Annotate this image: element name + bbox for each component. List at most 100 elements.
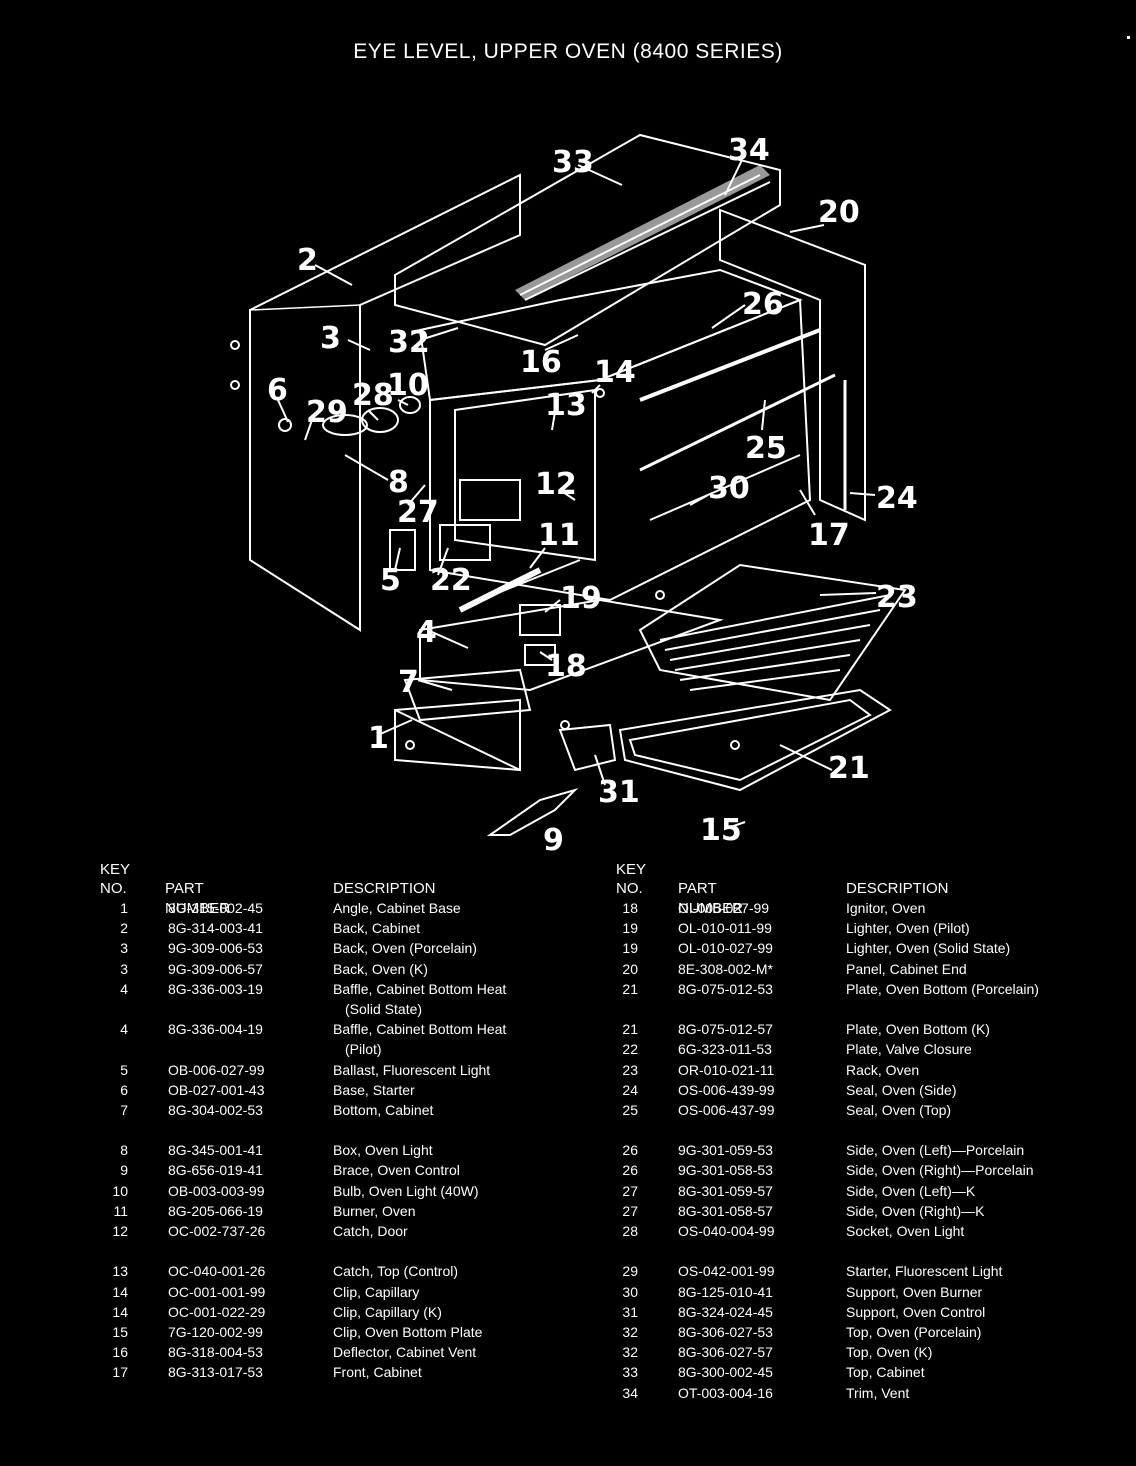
key-number: 32 [622, 1344, 638, 1361]
part-description: Plate, Oven Bottom (Porcelain) [846, 980, 1039, 997]
part-description-cont: (Solid State) [345, 1000, 423, 1017]
key-number: 27 [622, 1202, 638, 1219]
callout-19: 19 [560, 581, 602, 616]
key-number: 22 [622, 1041, 638, 1058]
key-number: 4 [120, 980, 128, 997]
part-description: Seal, Oven (Side) [846, 1081, 957, 1098]
key-number: 21 [622, 980, 638, 997]
callout-21: 21 [828, 751, 870, 786]
header-key: KEY [100, 861, 131, 878]
part-number: OL-010-027-99 [678, 940, 773, 957]
part-number: 9G-301-058-53 [678, 1162, 773, 1179]
part-number: 8G-336-004-19 [168, 1021, 263, 1038]
part-number: OS-006-439-99 [678, 1081, 775, 1098]
callout-23: 23 [876, 580, 918, 615]
part-number: 8G-205-066-19 [168, 1202, 263, 1219]
part-number: OC-001-001-99 [168, 1283, 266, 1300]
part-number: 8G-656-019-41 [168, 1162, 263, 1179]
diagram-linework [230, 133, 907, 836]
callout-32: 32 [388, 325, 430, 360]
part-description: Clip, Capillary (K) [333, 1303, 442, 1320]
part-description: Side, Oven (Left)—Porcelain [846, 1142, 1025, 1159]
callout-3: 3 [320, 321, 341, 356]
page-title: EYE LEVEL, UPPER OVEN (8400 SERIES) [353, 40, 783, 63]
part-number: 8G-301-059-57 [678, 1182, 773, 1199]
key-number: 7 [120, 1101, 128, 1118]
key-number: 26 [622, 1162, 638, 1179]
key-number: 19 [622, 940, 638, 957]
part-number: OC-001-022-29 [168, 1303, 266, 1320]
key-number: 5 [120, 1061, 128, 1078]
part-number: 8G-301-058-57 [678, 1202, 773, 1219]
key-number: 31 [622, 1303, 638, 1320]
key-number: 4 [120, 1021, 128, 1038]
key-number: 24 [622, 1081, 638, 1098]
callout-13: 13 [545, 388, 587, 423]
part-description: Ignitor, Oven [846, 900, 926, 916]
part-number: OR-010-021-11 [678, 1061, 775, 1078]
part-number: 8G-313-017-53 [168, 1364, 263, 1381]
part-description: Clip, Oven Bottom Plate [333, 1323, 483, 1340]
key-number: 16 [112, 1344, 128, 1361]
part-description: Plate, Oven Bottom (K) [846, 1021, 990, 1038]
key-number: 8 [120, 1142, 128, 1159]
callout-30: 30 [708, 471, 750, 506]
part-number: 8E-308-002-M* [678, 960, 773, 977]
part-description: Top, Oven (K) [846, 1344, 933, 1361]
key-number: 14 [112, 1303, 128, 1320]
key-number: 18 [622, 900, 638, 916]
part-number: 8G-075-012-53 [678, 980, 773, 997]
part-number: 8G-304-002-53 [168, 1101, 263, 1118]
part-description: Top, Cabinet [846, 1364, 925, 1381]
key-number: 9 [120, 1162, 128, 1179]
part-number: 8G-306-027-57 [678, 1344, 773, 1361]
part-description: Catch, Door [333, 1223, 408, 1239]
part-number: OB-006-027-99 [168, 1061, 265, 1078]
part-number: OI-005-027-99 [678, 900, 770, 916]
key-number: 32 [622, 1323, 638, 1340]
key-number: 19 [622, 920, 638, 937]
key-number: 27 [622, 1182, 638, 1199]
key-number: 29 [622, 1263, 638, 1280]
part-description: Base, Starter [333, 1081, 415, 1098]
part-number: OT-003-004-16 [678, 1384, 773, 1401]
part-description: Baffle, Cabinet Bottom Heat [333, 980, 507, 997]
header-description: DESCRIPTION [333, 880, 436, 897]
part-number: 8G-345-001-41 [168, 1142, 263, 1159]
key-number: 34 [622, 1384, 638, 1401]
key-number: 14 [112, 1283, 128, 1300]
callout-33: 33 [552, 145, 594, 180]
callout-10: 10 [387, 368, 429, 403]
header-key: KEY [616, 861, 647, 878]
part-description: Back, Oven (K) [333, 960, 428, 977]
part-number: 8G-324-024-45 [678, 1303, 773, 1320]
callout-17: 17 [808, 518, 850, 553]
key-number: 13 [112, 1263, 128, 1280]
callout-2: 2 [297, 243, 318, 278]
part-number: 8G-314-003-41 [168, 920, 263, 937]
key-number: 10 [112, 1182, 128, 1199]
callout-12: 12 [535, 467, 577, 502]
part-number: OB-027-001-43 [168, 1081, 265, 1098]
part-description: Panel, Cabinet End [846, 960, 967, 977]
part-number: OC-002-737-26 [168, 1223, 266, 1239]
part-description: Support, Oven Burner [846, 1283, 983, 1300]
exploded-view-diagram: 33 34 20 2 26 3 32 16 14 6 28 10 13 29 2… [230, 133, 918, 858]
part-number: 9G-309-006-57 [168, 960, 263, 977]
part-description: Support, Oven Control [846, 1303, 986, 1320]
key-number: 2 [120, 920, 128, 937]
part-description: Plate, Valve Closure [846, 1041, 972, 1058]
callout-5: 5 [380, 563, 401, 598]
part-number: 6G-323-011-53 [678, 1041, 772, 1058]
part-description: Seal, Oven (Top) [846, 1101, 952, 1118]
key-number: 6 [120, 1081, 128, 1098]
part-description: Clip, Capillary [333, 1283, 420, 1300]
key-number: 23 [622, 1061, 638, 1078]
part-number: 8G-125-010-41 [678, 1283, 773, 1300]
callout-24: 24 [876, 481, 918, 516]
callout-18: 18 [545, 649, 587, 684]
part-description: Box, Oven Light [333, 1142, 433, 1159]
key-number: 25 [622, 1101, 638, 1118]
key-number: 3 [120, 940, 128, 957]
key-number: 11 [113, 1202, 128, 1219]
